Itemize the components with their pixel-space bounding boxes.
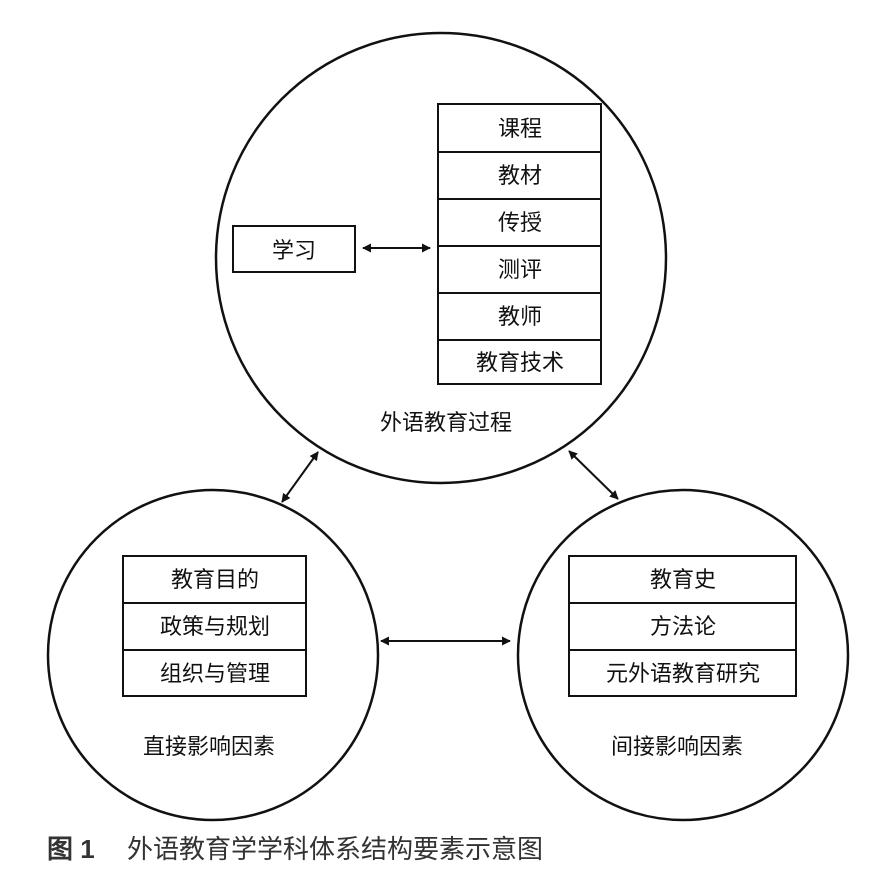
figure-caption: 外语教育学学科体系结构要素示意图 — [127, 835, 543, 865]
stack-item-assessment: 测评 — [498, 258, 542, 283]
stack-item-instruction: 传授 — [498, 211, 542, 236]
top-right-arrow — [568, 450, 619, 500]
process-stack: 课程 教材 传授 测评 教师 教育技术 — [437, 103, 602, 385]
left-circle-label: 直接影响因素 — [143, 735, 275, 760]
right-circle — [516, 488, 850, 822]
stack-item-textbook: 教材 — [498, 164, 542, 189]
indirect-factors-stack: 教育史 方法论 元外语教育研究 — [568, 555, 797, 697]
right-circle-label: 间接影响因素 — [611, 735, 743, 760]
figure-number: 图 1 — [47, 834, 95, 864]
direct-factors-stack: 教育目的 政策与规划 组织与管理 — [122, 555, 307, 697]
top-left-arrow — [281, 451, 319, 503]
stack-item-meta-research: 元外语教育研究 — [606, 662, 760, 687]
top-circle — [214, 31, 668, 485]
left-circle — [46, 488, 380, 822]
stack-item-policy-planning: 政策与规划 — [160, 615, 270, 640]
stack-item-organization-management: 组织与管理 — [160, 662, 270, 687]
stack-item-education-history: 教育史 — [650, 568, 716, 593]
learning-box — [232, 225, 356, 273]
stack-item-teacher: 教师 — [498, 305, 542, 330]
stack-item-education-goals: 教育目的 — [171, 568, 259, 593]
stack-item-edtech: 教育技术 — [476, 351, 564, 376]
top-circle-label: 外语教育过程 — [380, 411, 512, 436]
learning-label: 学习 — [272, 239, 316, 264]
stack-item-curriculum: 课程 — [498, 117, 542, 142]
stack-item-methodology: 方法论 — [650, 615, 716, 640]
